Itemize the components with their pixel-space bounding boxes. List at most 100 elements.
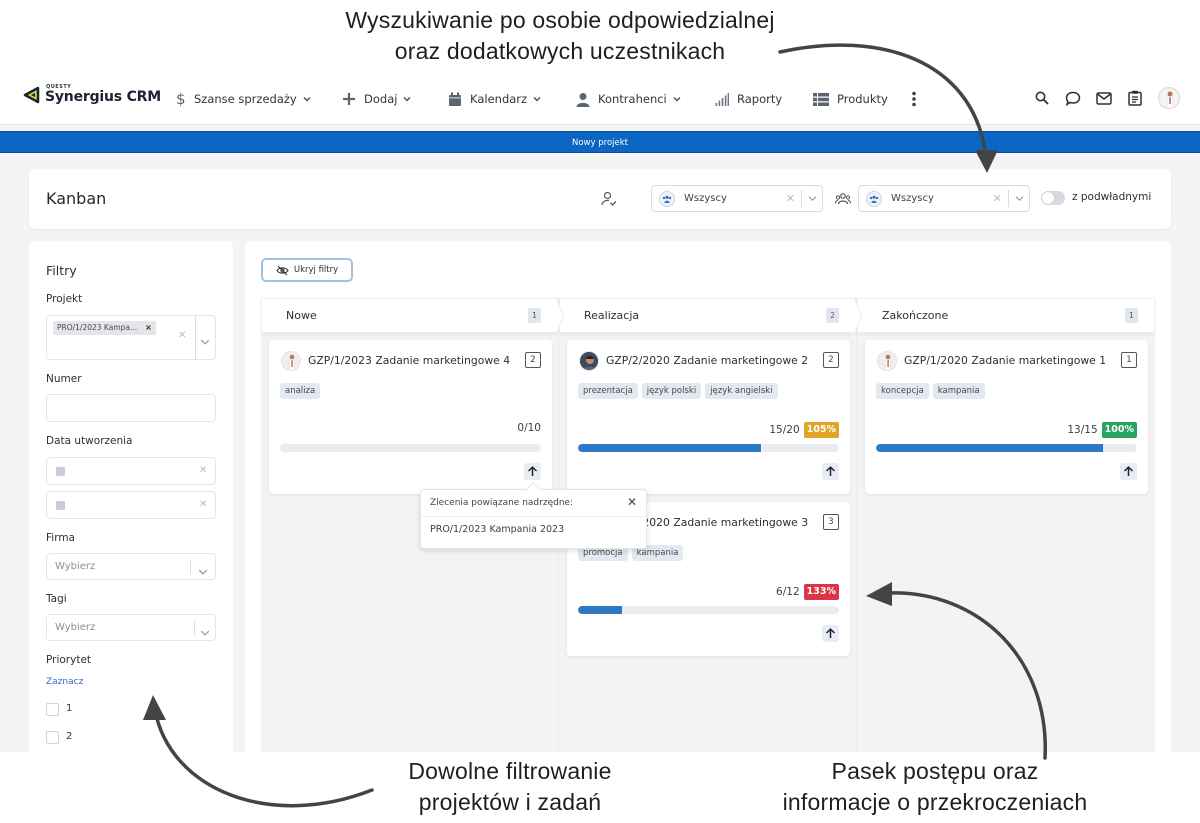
tasks-button[interactable]: [1126, 89, 1144, 107]
nav-szanse-sprzedazy[interactable]: $ Szanse sprzedaży: [176, 90, 319, 108]
popover-item[interactable]: PRO/1/2023 Kampania 2023: [430, 524, 565, 535]
parent-orders-button[interactable]: [1120, 463, 1137, 480]
task-card[interactable]: GZP/1/2023 Zadanie marketingowe 4 2 anal…: [269, 340, 552, 494]
progress-info: 13/15 100%: [1067, 422, 1137, 438]
priority-label: Priorytet: [46, 654, 92, 666]
chat-icon: [1065, 91, 1081, 106]
parent-orders-button[interactable]: [822, 625, 839, 642]
card-number-badge: 3: [823, 514, 839, 530]
annotation-top: Wyszukiwanie po osobie odpowiedzialnej o…: [300, 5, 820, 67]
nav-label: Raporty: [737, 92, 783, 106]
task-card[interactable]: GZP/1/2020 Zadanie marketingowe 1 1 konc…: [865, 340, 1148, 494]
clear-icon[interactable]: ✕: [178, 330, 187, 341]
user-avatar[interactable]: [1158, 87, 1180, 109]
arrow-up-icon: [825, 628, 836, 638]
logo[interactable]: QUESTY Synergius CRM: [23, 85, 161, 104]
clear-icon[interactable]: ✕: [199, 465, 208, 476]
button-label: Ukryj filtry: [293, 265, 339, 275]
group-icon: [866, 190, 882, 207]
tags-select[interactable]: Wybierz: [46, 614, 216, 641]
tag: promocja: [578, 545, 628, 561]
eye-off-icon: [276, 265, 289, 275]
close-icon[interactable]: ✕: [626, 495, 637, 509]
nav-kontrahenci[interactable]: Kontrahenci: [576, 90, 689, 108]
task-card[interactable]: GZP/2/2020 Zadanie marketingowe 2 2 prez…: [567, 340, 850, 494]
created-date-to[interactable]: ✕: [46, 491, 216, 519]
chevron-down-icon[interactable]: [802, 194, 822, 203]
divider: [1008, 190, 1009, 207]
project-label: Projekt: [46, 293, 83, 305]
chevron-down-icon[interactable]: [1009, 194, 1029, 203]
checkbox-label: 2: [66, 731, 73, 742]
header-actions: [1020, 87, 1180, 109]
hide-filters-button[interactable]: Ukryj filtry: [261, 258, 353, 282]
nav-produkty[interactable]: Produkty: [813, 90, 888, 108]
new-project-banner[interactable]: Nowy projekt: [0, 131, 1200, 153]
nav-dodaj[interactable]: Dodaj: [342, 90, 419, 108]
clear-icon[interactable]: ✕: [785, 192, 795, 205]
more-menu-button[interactable]: [911, 90, 925, 108]
company-select[interactable]: Wybierz: [46, 553, 216, 580]
annotation-line: informacje o przekroczeniach: [782, 789, 1088, 815]
chevron-down-icon: [533, 97, 541, 102]
progress-count: 0/10: [517, 422, 541, 434]
progress-bar: [578, 444, 839, 452]
subordinates-toggle[interactable]: [1041, 191, 1065, 205]
column-nowe: Nowe 1 GZP/1/2023 Zadanie marketingowe 4…: [261, 298, 564, 752]
clear-icon[interactable]: ✕: [992, 192, 1002, 205]
chevron-down-icon[interactable]: [198, 562, 208, 581]
card-tags: promocja kampania: [578, 545, 687, 561]
group-icon: [659, 190, 675, 207]
nav-raporty[interactable]: Raporty: [715, 90, 782, 108]
annotation-line: projektów i zadań: [418, 789, 602, 815]
divider: [195, 316, 196, 359]
participants-icon: [835, 193, 851, 205]
priority-checkbox-2[interactable]: [46, 731, 59, 744]
created-date-from[interactable]: ✕: [46, 457, 216, 485]
nav-label: Produkty: [837, 92, 888, 106]
card-title: GZP/1/2023 Zadanie marketingowe 4: [308, 354, 511, 367]
search-button[interactable]: [1033, 89, 1051, 107]
column-header[interactable]: Nowe 1: [261, 298, 564, 334]
column-header[interactable]: Zakończone 1: [857, 298, 1155, 333]
column-count: 2: [826, 308, 839, 323]
arrow-up-icon: [825, 466, 836, 476]
progress-info: 6/12 133%: [776, 584, 839, 600]
popover-header: Zlecenia powiązane nadrzędne:: [421, 490, 646, 517]
clear-icon[interactable]: ✕: [199, 499, 208, 510]
annotation-line: Dowolne filtrowanie: [408, 758, 612, 784]
tag: analiza: [280, 383, 321, 399]
annotation-line: Wyszukiwanie po osobie odpowiedzialnej: [345, 7, 775, 33]
select-placeholder: Wybierz: [55, 622, 96, 633]
parent-orders-button[interactable]: [822, 463, 839, 480]
parent-orders-button[interactable]: [524, 463, 541, 480]
progress-bar: [876, 444, 1137, 452]
column-header[interactable]: Realizacja 2: [559, 298, 862, 334]
clipboard-icon: [1128, 90, 1142, 106]
avatar: [281, 351, 301, 371]
card-title: GZP/2/2020 Zadanie marketingowe 2: [606, 354, 809, 367]
project-multiselect[interactable]: PRO/1/2023 Kampa... × ✕: [46, 315, 216, 360]
chevron-down-icon[interactable]: [200, 332, 210, 351]
chevron-down-icon: [403, 97, 411, 102]
column-separator: [556, 298, 564, 334]
remove-chip-icon[interactable]: ×: [145, 323, 152, 332]
divider: [190, 560, 191, 574]
responsible-person-select[interactable]: Wszyscy ✕: [651, 185, 823, 212]
number-input[interactable]: [46, 394, 216, 422]
mail-icon: [1096, 91, 1112, 105]
created-date-label: Data utworzenia: [46, 435, 133, 447]
select-all-link[interactable]: Zaznacz: [46, 677, 84, 687]
nav-label: Szanse sprzedaży: [194, 92, 297, 106]
svg-text:$: $: [176, 91, 186, 107]
chevron-down-icon[interactable]: [200, 623, 210, 642]
priority-checkbox-1[interactable]: [46, 703, 59, 716]
arrow-up-icon: [1123, 466, 1134, 476]
progress-info: 15/20 105%: [769, 422, 839, 438]
mail-button[interactable]: [1095, 89, 1113, 107]
logo-brand: QUESTY: [46, 84, 72, 90]
participants-select[interactable]: Wszyscy ✕: [858, 185, 1030, 212]
column-name: Zakończone: [882, 309, 949, 322]
chat-button[interactable]: [1064, 89, 1082, 107]
nav-kalendarz[interactable]: Kalendarz: [448, 90, 549, 108]
